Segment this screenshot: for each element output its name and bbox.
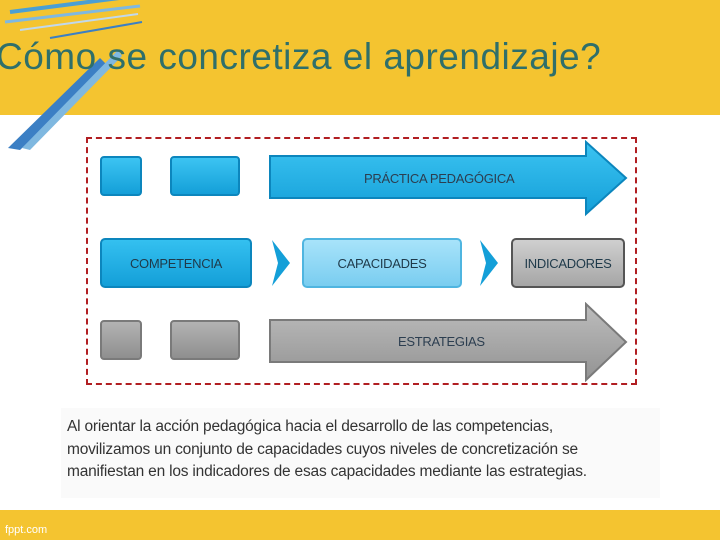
- caption-text: Al orientar la acción pedagógica hacia e…: [61, 408, 660, 498]
- gray-square-2: [170, 320, 240, 360]
- footer-band: [0, 510, 720, 540]
- estrategias-arrow: [269, 302, 628, 382]
- estrategias-label: ESTRATEGIAS: [398, 334, 485, 349]
- decorative-arrows-icon: [4, 0, 143, 150]
- gray-square-1: [100, 320, 142, 360]
- caption-line: manifiestan en los indicadores de esas c…: [67, 463, 587, 480]
- chevron-right-icon: [272, 240, 290, 286]
- practica-pedagogica-label: PRÁCTICA PEDAGÓGICA: [364, 171, 515, 186]
- page-title: Cómo se concretiza el aprendizaje?: [0, 36, 602, 77]
- blue-square-1: [100, 156, 142, 196]
- competencia-box: COMPETENCIA: [100, 238, 252, 288]
- capacidades-box: CAPACIDADES: [302, 238, 462, 288]
- blue-square-2: [170, 156, 240, 196]
- caption-line: Al orientar la acción pedagógica hacia e…: [67, 418, 554, 435]
- diagram-frame: [86, 137, 637, 385]
- indicadores-box: INDICADORES: [511, 238, 625, 288]
- footer-brand: fppt.com: [5, 524, 48, 536]
- practica-pedagogica-arrow: [269, 140, 628, 217]
- chevron-right-icon: [480, 240, 498, 286]
- caption-line: movilizamos un conjunto de capacidades c…: [67, 440, 578, 458]
